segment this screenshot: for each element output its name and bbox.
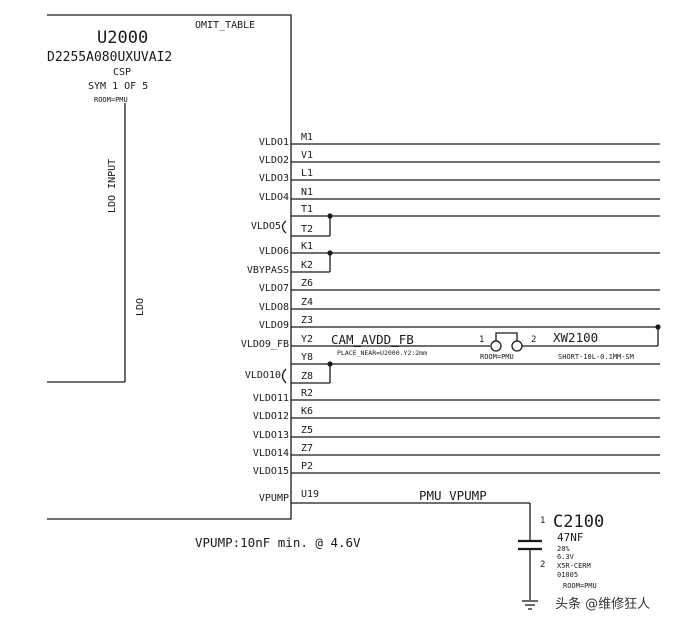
ball-z8: Z8 — [301, 371, 314, 382]
xw2100-value: SHORT-10L-0.1MM-SM — [558, 353, 634, 361]
part-refdes: U2000 — [97, 28, 149, 48]
ball-z4: Z4 — [301, 297, 314, 308]
ball-r2: R2 — [301, 388, 314, 399]
pin-name-vbypass: VBYPASS — [246, 265, 289, 276]
junction-t1 — [327, 213, 333, 219]
ball-u19: U19 — [301, 489, 320, 500]
ball-t1: T1 — [301, 204, 314, 215]
xw2100-pad-2 — [511, 340, 523, 352]
c2100-tolerance: 20% — [557, 545, 570, 553]
ball-z6: Z6 — [301, 278, 314, 289]
part-room: ROOM=PMU — [94, 96, 128, 104]
ball-z5: Z5 — [301, 425, 314, 436]
pin-name-vldo9-fb: VLDO9_FB — [240, 339, 289, 350]
c2100-size: 01005 — [557, 571, 579, 579]
omit-table-label: OMIT_TABLE — [195, 20, 256, 31]
pin-name-vldo10: VLDO10 — [244, 370, 281, 381]
vpump-note: VPUMP:10nF min. @ 4.6V — [195, 535, 361, 550]
xw2100-refdes: XW2100 — [553, 330, 599, 345]
pin-name-vldo4: VLDO4 — [258, 192, 289, 203]
pin-name-vldo2: VLDO2 — [258, 155, 289, 166]
watermark-text: 头条 @维修狂人 — [555, 597, 651, 612]
pin-name-vldo15: VLDO15 — [252, 466, 289, 477]
xw2100-room: ROOM=PMU — [480, 353, 514, 361]
pin-name-vldo1: VLDO1 — [258, 137, 289, 148]
pin-name-vldo5: VLDO5 — [250, 221, 281, 232]
bracket-vldo5 — [281, 220, 287, 234]
ldo-input-label: LDO INPUT — [107, 158, 118, 213]
xw2100-pad-1 — [490, 340, 502, 352]
chip-body-outline — [47, 14, 292, 520]
junction-vldo9 — [655, 324, 661, 330]
pin-name-vldo13: VLDO13 — [252, 430, 289, 441]
c2100-pin1-number: 1 — [540, 516, 546, 526]
junction-y8 — [327, 361, 333, 367]
c2100-voltage: 6.3V — [557, 553, 574, 561]
c2100-refdes: C2100 — [553, 512, 605, 532]
part-symbol: SYM 1 OF 5 — [88, 81, 149, 92]
c2100-pin2-number: 2 — [540, 560, 546, 570]
ldo-label: LDO — [135, 297, 146, 316]
ball-y8: Y8 — [301, 352, 314, 363]
pin-name-vldo9: VLDO9 — [258, 320, 289, 331]
c2100-value: 47NF — [557, 531, 584, 544]
junction-k1 — [327, 250, 333, 256]
xw2100-pin2-number: 2 — [531, 335, 537, 345]
part-number: D2255A080UXUVAI2 — [47, 50, 173, 65]
pin-name-vldo6: VLDO6 — [258, 246, 289, 257]
place-near-note: PLACE_NEAR=U2000.Y2:2mm — [337, 349, 428, 357]
pin-name-vpump: VPUMP — [258, 493, 289, 504]
ball-m1: M1 — [301, 132, 314, 143]
ball-z7: Z7 — [301, 443, 314, 454]
net-label-cam-avdd-fb: CAM_AVDD_FB — [331, 332, 414, 347]
pin-name-vldo3: VLDO3 — [258, 173, 289, 184]
ball-p2: P2 — [301, 461, 314, 472]
ball-t2: T2 — [301, 224, 314, 235]
ball-k2: K2 — [301, 260, 314, 271]
c2100-dielectric: X5R-CERM — [557, 562, 591, 570]
ball-k1: K1 — [301, 241, 314, 252]
xw2100-pin1-number: 1 — [479, 335, 485, 345]
xw2100-bridge — [495, 332, 518, 341]
net-label-pmu-vpump: PMU_VPUMP — [419, 488, 487, 503]
pin-name-vldo8: VLDO8 — [258, 302, 289, 313]
pin-name-vldo11: VLDO11 — [252, 393, 289, 404]
ball-y2: Y2 — [301, 334, 314, 345]
ball-k6: K6 — [301, 406, 314, 417]
bracket-vldo10 — [281, 368, 287, 384]
pin-name-vldo12: VLDO12 — [252, 411, 289, 422]
pin-name-vldo7: VLDO7 — [258, 283, 289, 294]
ball-n1: N1 — [301, 187, 314, 198]
ball-l1: L1 — [301, 168, 314, 179]
ball-z3: Z3 — [301, 315, 314, 326]
pin-name-vldo14: VLDO14 — [252, 448, 289, 459]
part-package: CSP — [113, 67, 132, 78]
ball-v1: V1 — [301, 150, 314, 161]
c2100-room: ROOM=PMU — [563, 582, 597, 590]
